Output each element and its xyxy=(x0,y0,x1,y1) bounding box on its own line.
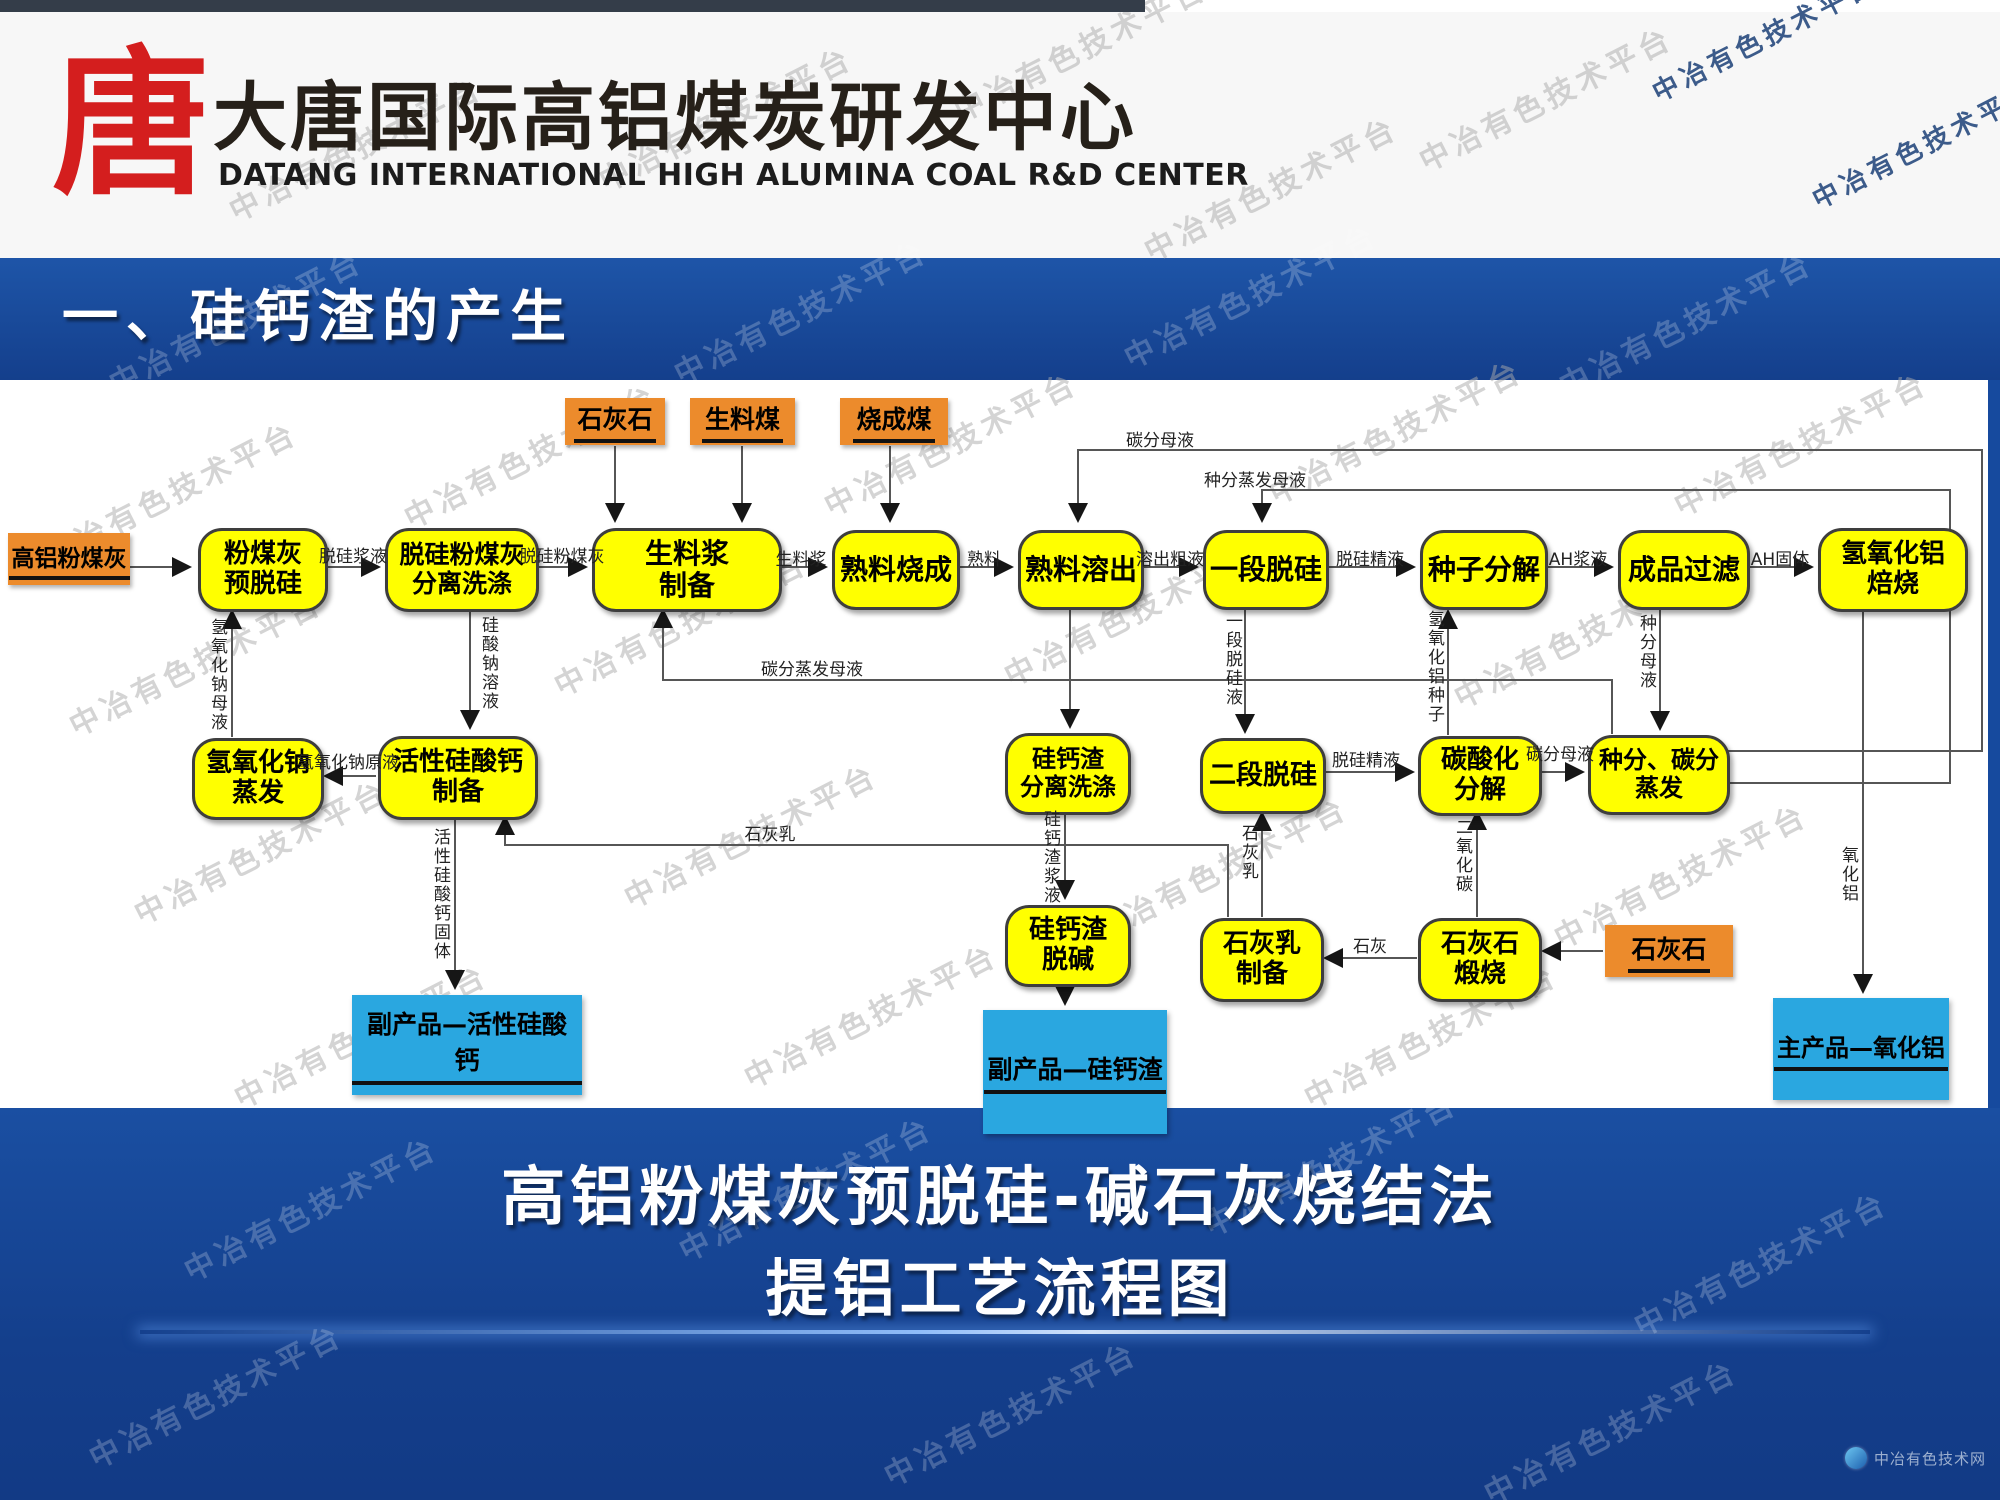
product-label: 副产品—活性硅酸钙 xyxy=(352,1005,582,1085)
flow-label-seed-mother-liquor: 种分母液 xyxy=(1636,614,1656,690)
flow-label-co2: 二氧化碳 xyxy=(1452,818,1472,894)
top-strip xyxy=(0,0,1145,12)
flow-label-carbonation-mother-liquor-top: 碳分母液 xyxy=(1126,431,1194,451)
process-box-seed-decomposition: 种子分解 xyxy=(1420,530,1548,610)
flow-label-ah-solid: AH固体 xyxy=(1750,550,1810,570)
site-credit: 中冶有色技术网 xyxy=(1845,1447,1986,1469)
flow-label-first-stage-liquor: 一段脱硅液 xyxy=(1222,612,1242,707)
input-label: 烧成煤 xyxy=(853,400,935,443)
flow-label-carbonation-mother-liquor-2: 碳分母液 xyxy=(1526,745,1594,765)
flow-label-raw-slurry: 生料浆 xyxy=(775,550,827,570)
flow-label-ah-slurry: AH浆液 xyxy=(1548,550,1608,570)
flow-line-group xyxy=(130,446,1983,1006)
flow-label-sodium-silicate-solution: 硅酸钠溶液 xyxy=(478,616,498,711)
process-box-active-calcium-silicate-prep: 活性硅酸钙 制备 xyxy=(378,736,538,820)
process-box-first-stage-desilication: 一段脱硅 xyxy=(1203,530,1329,610)
flowchart-title-line2: 提铝工艺流程图 xyxy=(765,1252,1235,1325)
input-box-raw-coal: 生料煤 xyxy=(690,398,795,445)
org-title-en: DATANG INTERNATIONAL HIGH ALUMINA COAL R… xyxy=(218,158,1249,193)
flow-label-lime-milk-h: 石灰乳 xyxy=(744,825,796,845)
flow-label-naoh-raw-liquor: 氢氧化钠原液 xyxy=(297,753,399,773)
process-box-limestone-calcination: 石灰石 煅烧 xyxy=(1418,918,1542,1002)
flow-label-alumina: 氧化铝 xyxy=(1838,846,1858,903)
site-logo-icon xyxy=(1845,1447,1867,1469)
org-title-cn: 大唐国际高铝煤炭研发中心 xyxy=(213,75,1137,161)
input-label: 石灰石 xyxy=(1628,930,1710,973)
input-label: 高铝粉煤灰 xyxy=(8,539,130,580)
product-box-calcium-silicate-slag: 副产品—硅钙渣 xyxy=(983,1010,1167,1134)
flow-label-slag-slurry: 硅钙渣浆液 xyxy=(1040,810,1060,905)
product-label: 副产品—硅钙渣 xyxy=(984,1050,1166,1094)
product-box-alumina: 主产品—氧化铝 xyxy=(1773,998,1949,1100)
right-margin xyxy=(1988,380,2000,1108)
process-box-slag-dealkalization: 硅钙渣 脱碱 xyxy=(1005,905,1131,987)
process-box-clinker-sintering: 熟料烧成 xyxy=(832,530,960,610)
process-box-second-stage-desilication: 二段脱硅 xyxy=(1200,738,1326,814)
flowchart-title-line1: 高铝粉煤灰预脱硅-碱石灰烧结法 xyxy=(501,1161,1499,1235)
footer-band xyxy=(0,1108,2000,1500)
site-credit-label: 中冶有色技术网 xyxy=(1874,1449,1987,1468)
flow-label-clinker: 熟料 xyxy=(967,550,1001,570)
process-box-clinker-dissolution: 熟料溶出 xyxy=(1018,530,1144,610)
process-box-product-filtration: 成品过滤 xyxy=(1618,530,1750,610)
input-box-limestone-top: 石灰石 xyxy=(565,398,665,445)
flow-label-desilicated-fly-ash: 脱硅粉煤灰 xyxy=(519,547,605,567)
header xyxy=(0,12,2000,258)
flow-label-carbonation-evap-mother-liquor: 碳分蒸发母液 xyxy=(761,660,863,680)
process-box-pre-desilication: 粉煤灰 预脱硅 xyxy=(198,528,328,612)
flow-label-ath-seed: 氢氧化铝种子 xyxy=(1424,610,1444,724)
process-box-carbonation-decomposition: 碳酸化 分解 xyxy=(1418,736,1542,816)
flow-label-crude-liquor: 溶出粗液 xyxy=(1136,550,1204,570)
product-box-active-calcium-silicate: 副产品—活性硅酸钙 xyxy=(352,995,582,1095)
input-box-high-alumina-fly-ash: 高铝粉煤灰 xyxy=(8,533,130,585)
datang-logo-icon: 唐 xyxy=(52,33,210,217)
process-box-ath-roasting: 氢氧化铝 焙烧 xyxy=(1818,528,1968,612)
section-title: 一、硅钙渣的产生 xyxy=(62,285,574,350)
flow-label-active-calcium-silicate-solid: 活性硅酸钙固体 xyxy=(430,828,450,961)
input-box-limestone-right: 石灰石 xyxy=(1605,925,1733,977)
flow-label-naoh-mother-liquor: 氢氧化钠母液 xyxy=(207,618,227,732)
process-box-naoh-evaporation: 氢氧化钠 蒸发 xyxy=(192,738,324,820)
process-box-lime-milk-prep: 石灰乳 制备 xyxy=(1200,918,1324,1002)
flow-label-refined-liquor-2: 脱硅精液 xyxy=(1332,751,1400,771)
flow-label-seed-evap-mother-liquor: 种分蒸发母液 xyxy=(1204,471,1306,491)
product-label: 主产品—氧化铝 xyxy=(1774,1028,1948,1071)
divider-streak xyxy=(140,1330,1870,1334)
process-box-seed-carbon-evaporation: 种分、碳分 蒸发 xyxy=(1588,735,1730,815)
flow-label-lime: 石灰 xyxy=(1353,937,1387,957)
process-box-raw-slurry-prep: 生料浆 制备 xyxy=(592,528,782,612)
input-label: 石灰石 xyxy=(574,400,656,443)
flow-label-refined-liquor-1: 脱硅精液 xyxy=(1336,550,1404,570)
process-box-desilicated-ash-washing: 脱硅粉煤灰 分离洗涤 xyxy=(385,528,539,612)
process-box-slag-washing: 硅钙渣 分离洗涤 xyxy=(1005,733,1131,815)
input-label: 生料煤 xyxy=(701,400,783,443)
flow-label-lime-milk-v: 石灰乳 xyxy=(1238,824,1258,881)
flow-label-desilication-slurry: 脱硅浆液 xyxy=(319,547,387,567)
section-banner xyxy=(0,258,2000,380)
input-box-sintering-coal: 烧成煤 xyxy=(840,398,948,445)
